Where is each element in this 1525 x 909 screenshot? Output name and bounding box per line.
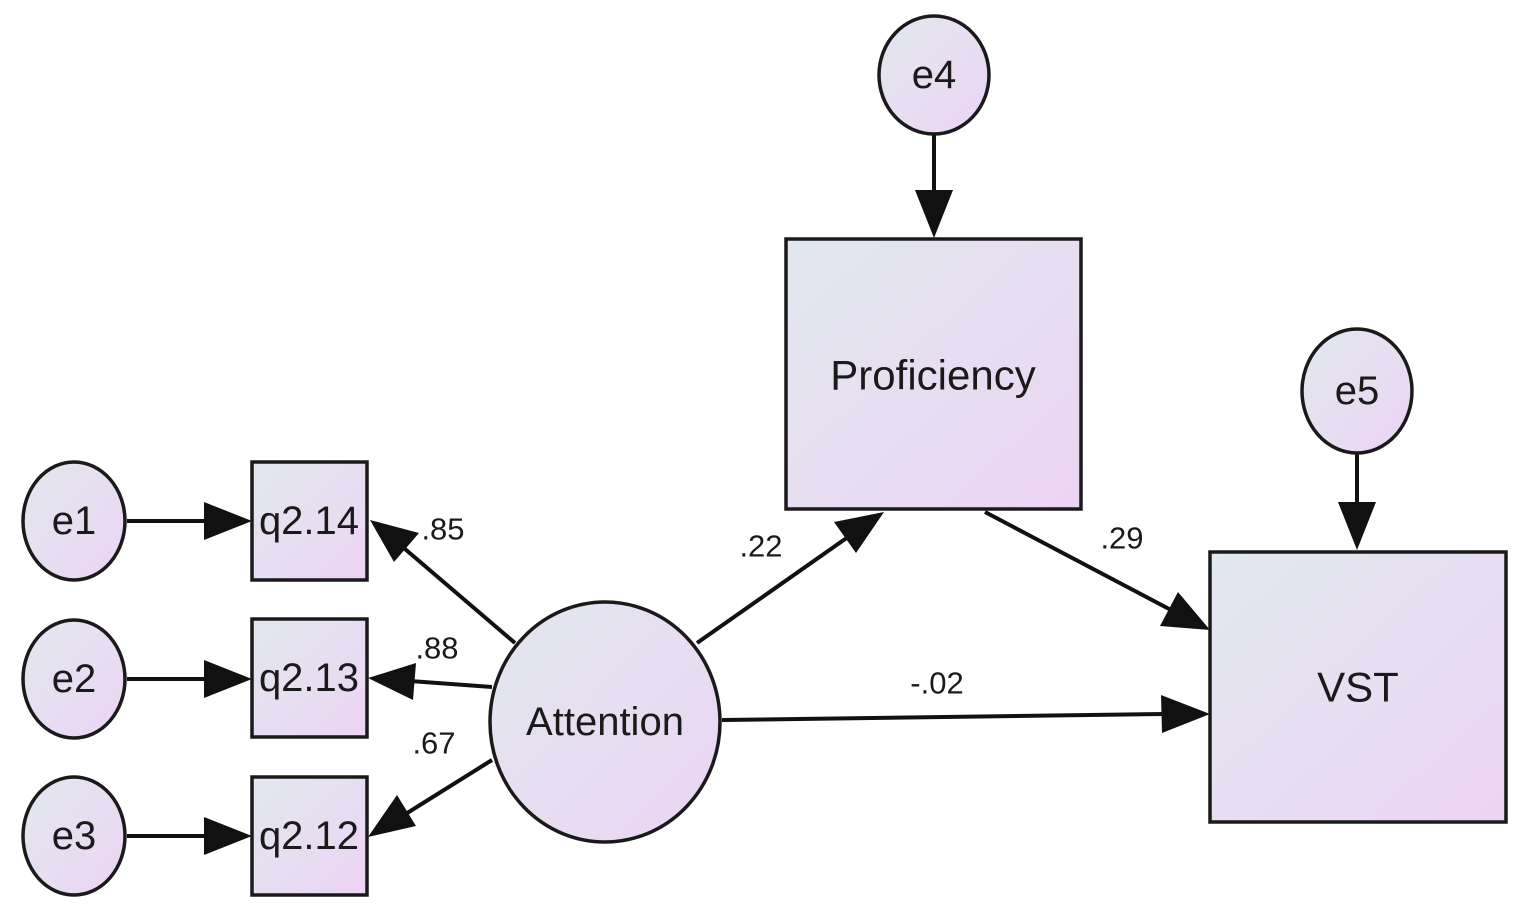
label-proficiency-vst: .29 — [1100, 521, 1143, 556]
error-terms: e1 e2 e3 e4 e5 — [21, 14, 1414, 897]
arrowhead-attention-proficiency — [834, 512, 884, 553]
node-q212: q2.12 — [250, 775, 369, 897]
arrowhead-e3-q212 — [204, 817, 252, 855]
arrowhead-attention-q214 — [370, 520, 419, 562]
node-proficiency: Proficiency — [784, 237, 1083, 511]
edges — [127, 134, 1376, 855]
node-q214: q2.14 — [250, 460, 369, 582]
node-e1: e1 — [21, 460, 127, 582]
arrowhead-e4-proficiency — [915, 190, 953, 238]
node-e4: e4 — [877, 14, 991, 136]
arrowhead-attention-q212 — [368, 795, 416, 837]
edge-attention-q213 — [409, 679, 493, 689]
edge-attention-q214 — [396, 541, 517, 645]
node-proficiency-label: Proficiency — [830, 352, 1035, 399]
arrowhead-attention-q213 — [368, 663, 416, 700]
node-e1-label: e1 — [52, 499, 97, 543]
node-attention-label: Attention — [526, 700, 684, 744]
node-q213: q2.13 — [250, 617, 369, 739]
edge-proficiency-vst — [984, 510, 1172, 612]
label-attention-proficiency: .22 — [739, 529, 782, 564]
node-vst: VST — [1208, 550, 1508, 824]
node-e2: e2 — [21, 618, 127, 740]
label-attention-q214: .85 — [421, 512, 464, 547]
edge-attention-proficiency — [695, 535, 850, 645]
node-q214-label: q2.14 — [259, 499, 359, 543]
node-q212-label: q2.12 — [259, 814, 359, 858]
arrowhead-e5-vst — [1338, 502, 1376, 550]
arrowhead-e1-q214 — [204, 502, 252, 540]
node-attention: Attention — [488, 600, 722, 844]
indicators: q2.14 q2.13 q2.12 — [250, 460, 369, 897]
edge-attention-vst — [721, 712, 1167, 722]
node-e5: e5 — [1300, 327, 1414, 455]
label-attention-q212: .67 — [412, 726, 455, 761]
node-e3-label: e3 — [52, 814, 97, 858]
edge-attention-q212 — [402, 758, 494, 817]
node-e2-label: e2 — [52, 657, 97, 701]
arrowhead-proficiency-vst — [1160, 592, 1210, 630]
label-attention-vst: -.02 — [910, 666, 963, 701]
edge-labels: .85 .88 .67 .22 .29 -.02 — [412, 512, 1143, 761]
arrowhead-e2-q213 — [204, 660, 252, 698]
label-attention-q213: .88 — [415, 631, 458, 666]
node-q213-label: q2.13 — [259, 656, 359, 700]
node-vst-label: VST — [1317, 664, 1399, 711]
node-e5-label: e5 — [1335, 369, 1380, 413]
arrowhead-attention-vst — [1161, 695, 1210, 733]
node-e4-label: e4 — [912, 53, 957, 97]
node-e3: e3 — [21, 775, 127, 897]
